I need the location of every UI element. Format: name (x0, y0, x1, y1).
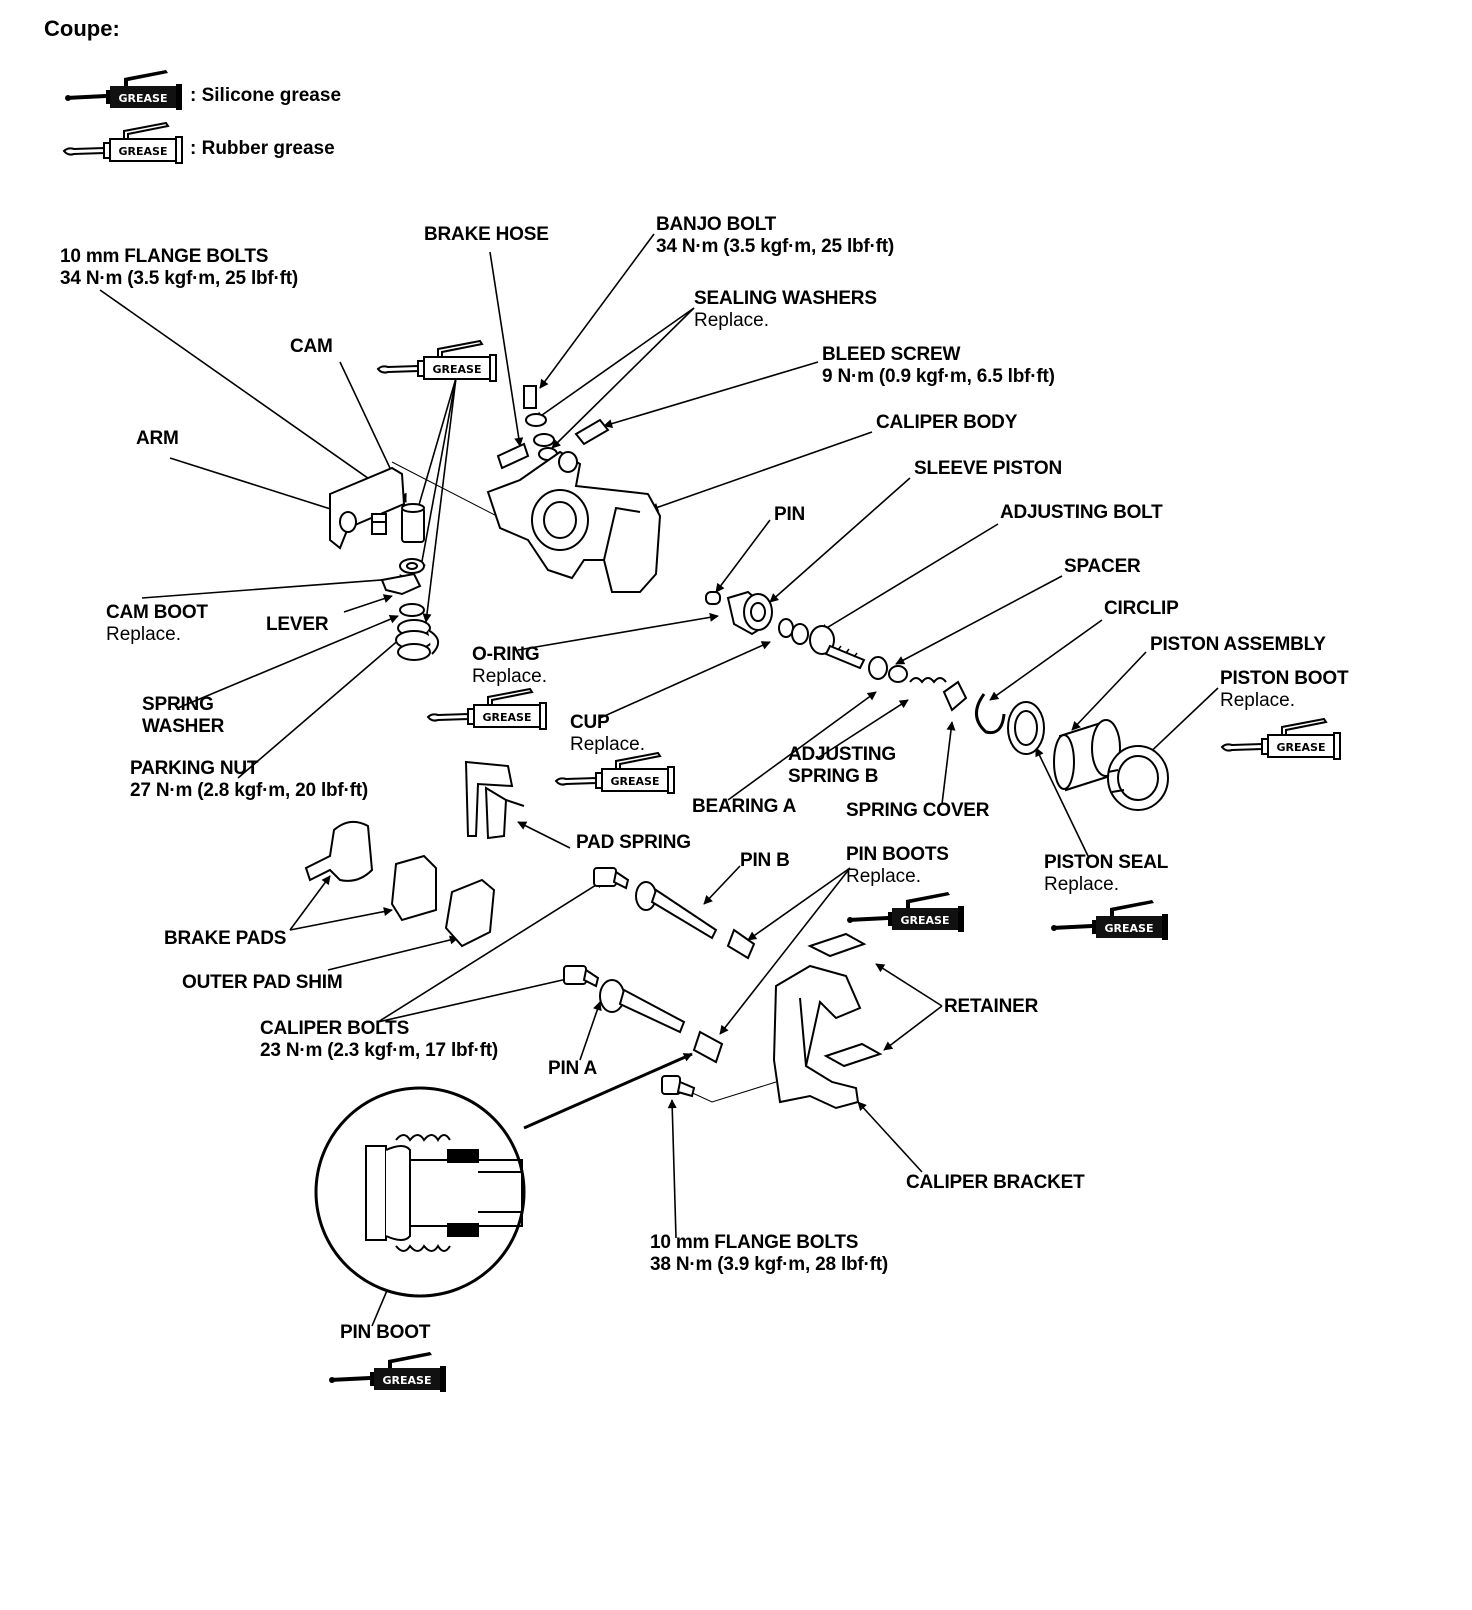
svg-text:GREASE: GREASE (483, 711, 532, 724)
svg-text:GREASE: GREASE (119, 92, 168, 105)
brake-pad-outer-part (390, 854, 437, 922)
label-caliper-bracket: CALIPER BRACKET (906, 1172, 1085, 1193)
caliper-bolt-lower-part (563, 965, 587, 985)
cam-part (401, 503, 425, 543)
spring-washer-part (399, 603, 425, 617)
label-retainer: RETAINER (944, 996, 1039, 1017)
label-spacer: SPACER (1064, 556, 1141, 577)
svg-text:GREASE: GREASE (901, 914, 950, 927)
label-cam-boot: CAM BOOT Replace. (106, 602, 208, 645)
legend-rubber-grease-icon: GREASE (63, 122, 183, 164)
grease-icon-piston-boot: GREASE (1221, 718, 1341, 760)
grease-icon-o-ring: GREASE (427, 688, 547, 730)
svg-text:GREASE: GREASE (1277, 741, 1326, 754)
grease-icon-pin-boot: GREASE (329, 1352, 446, 1392)
leader-lines (99, 233, 1219, 1327)
grease-icon-cup: GREASE (555, 752, 675, 794)
label-arm: ARM (136, 428, 179, 449)
label-brake-hose: BRAKE HOSE (424, 224, 549, 245)
label-spring-cover: SPRING COVER (846, 800, 990, 821)
retainer-lower-part (823, 1042, 883, 1068)
svg-text:GREASE: GREASE (1105, 922, 1154, 935)
label-piston-assembly: PISTON ASSEMBLY (1150, 634, 1326, 655)
adjusting-bolt-part (809, 625, 866, 670)
page-title: Coupe: (44, 16, 120, 41)
legend-silicone-grease-icon: GREASE (65, 70, 182, 110)
caliper-bracket-part (772, 964, 862, 1110)
pin-boot-a-part (692, 1030, 724, 1064)
label-pin: PIN (774, 504, 806, 525)
outer-pad-shim-part (444, 878, 496, 948)
arm-part (329, 466, 406, 550)
grease-icon-pin-boots: GREASE (847, 892, 964, 932)
label-cam: CAM (290, 336, 333, 357)
adjusting-spring-b-part (909, 677, 947, 684)
o-ring-part (778, 618, 794, 638)
grease-icon-piston-seal: GREASE (1051, 900, 1168, 940)
label-parking-nut: PARKING NUT 27 N·m (2.8 kgf·m, 20 lbf·ft… (130, 758, 369, 801)
label-banjo-bolt: BANJO BOLT 34 N·m (3.5 kgf·m, 25 lbf·ft) (656, 214, 895, 257)
spring-cover-part (942, 680, 968, 712)
label-piston-boot: PISTON BOOT Replace. (1220, 668, 1349, 711)
label-sealing-washers: SEALING WASHERS Replace. (694, 288, 877, 331)
label-adjusting-bolt: ADJUSTING BOLT (1000, 502, 1163, 523)
svg-text:GREASE: GREASE (383, 1374, 432, 1387)
svg-text:GREASE: GREASE (611, 775, 660, 788)
label-pad-spring: PAD SPRING (576, 832, 691, 853)
label-flange-bolts-bottom: 10 mm FLANGE BOLTS 38 N·m (3.9 kgf·m, 28… (650, 1232, 889, 1275)
label-piston-seal: PISTON SEAL Replace. (1044, 852, 1169, 895)
bleed-screw-part (574, 418, 610, 446)
caliper-body-part (486, 450, 662, 593)
brake-hose-part (496, 442, 530, 470)
grease-icon-cam: GREASE (377, 340, 497, 382)
label-flange-bolts-top: 10 mm FLANGE BOLTS 34 N·m (3.5 kgf·m, 25… (60, 246, 299, 289)
parts (304, 385, 1169, 1298)
brake-pad-inner-part (304, 820, 374, 882)
svg-text:GREASE: GREASE (119, 145, 168, 158)
bearing-a-part (868, 656, 888, 680)
label-sleeve-piston: SLEEVE PISTON (914, 458, 1063, 479)
piston-assembly-part (1053, 719, 1121, 792)
label-caliper-body: CALIPER BODY (876, 412, 1018, 433)
legend-silicone-text: : Silicone grease (190, 85, 342, 106)
label-pin-a: PIN A (548, 1058, 597, 1079)
label-pin-b: PIN B (740, 850, 790, 871)
pin-a-part (599, 979, 686, 1034)
spacer-part (888, 665, 908, 683)
label-lever: LEVER (266, 614, 329, 635)
label-cup: CUP Replace. (570, 712, 645, 755)
piston-seal-part (1007, 701, 1045, 755)
label-brake-pads: BRAKE PADS (164, 928, 287, 949)
banjo-bolt-part (523, 385, 537, 409)
label-o-ring: O-RING Replace. (472, 644, 547, 687)
label-outer-pad-shim: OUTER PAD SHIM (182, 972, 343, 993)
label-bleed-screw: BLEED SCREW 9 N·m (0.9 kgf·m, 6.5 lbf·ft… (822, 344, 1055, 387)
retainer-upper-part (807, 932, 867, 958)
pin-boot-detail-circle (314, 1086, 526, 1298)
label-pin-boots: PIN BOOTS Replace. (846, 844, 949, 887)
legend-rubber-text: : Rubber grease (190, 138, 335, 159)
pin-boot-b-part (726, 928, 756, 960)
label-spring-washer: SPRING WASHER (142, 694, 225, 737)
label-adjusting-spring-b: ADJUSTING SPRING B (788, 744, 896, 787)
circlip-part (975, 693, 1006, 735)
piston-boot-part (1107, 745, 1169, 811)
label-circlip: CIRCLIP (1104, 598, 1179, 619)
svg-text:GREASE: GREASE (433, 363, 482, 376)
label-bearing-a: BEARING A (692, 796, 797, 817)
parking-nut-part (395, 619, 439, 661)
pad-spring-part (464, 760, 525, 840)
caliper-bolt-upper-part (593, 867, 617, 887)
pin-b-part (635, 881, 718, 940)
pin-part (705, 591, 721, 605)
sleeve-piston-part (726, 590, 773, 636)
cup-part (791, 623, 809, 645)
label-caliper-bolts: CALIPER BOLTS 23 N·m (2.3 kgf·m, 17 lbf·… (260, 1018, 499, 1061)
label-pin-boot: PIN BOOT (340, 1322, 431, 1343)
